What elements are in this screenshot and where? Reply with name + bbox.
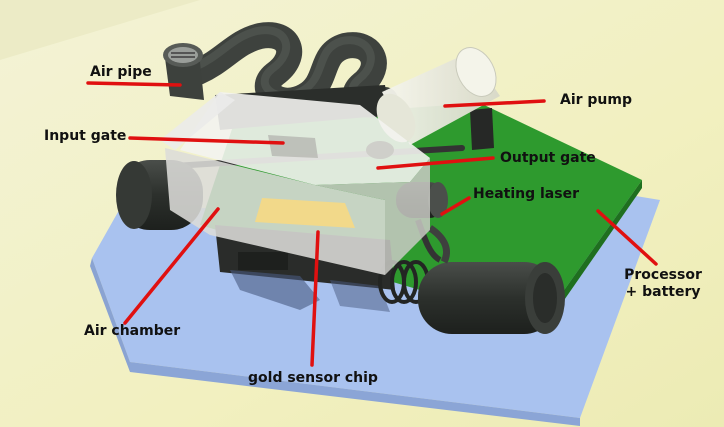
label-gold-sensor-chip: gold sensor chip xyxy=(248,370,378,386)
leader-air-pipe xyxy=(86,81,182,87)
leader-air-pump xyxy=(443,99,546,108)
leader-gold-sensor-chip xyxy=(310,230,320,367)
leader-heating-laser xyxy=(440,196,471,216)
air-pipe-end xyxy=(163,43,204,100)
gold-sensor-chip xyxy=(255,198,355,228)
label-processor-battery: Processor + battery xyxy=(618,267,708,301)
label-output-gate: Output gate xyxy=(500,150,596,166)
pump-support xyxy=(470,108,494,150)
label-air-pipe: Air pipe xyxy=(90,64,152,80)
label-air-chamber: Air chamber xyxy=(84,323,181,339)
leader-processor xyxy=(596,209,658,266)
label-heating-laser: Heating laser xyxy=(473,186,579,202)
leader-lines xyxy=(86,81,658,367)
label-processor-line2: + battery xyxy=(625,284,701,300)
background-shadow xyxy=(0,0,200,60)
label-air-pump: Air pump xyxy=(560,92,633,108)
label-input-gate: Input gate xyxy=(44,128,127,144)
leader-output-gate xyxy=(376,156,495,170)
input-gate-opening xyxy=(268,135,318,158)
output-gate-opening xyxy=(366,141,394,159)
label-processor-line1: Processor xyxy=(624,267,702,283)
front-right-cylinder xyxy=(418,262,565,334)
leader-air-chamber xyxy=(123,207,220,325)
leader-input-gate xyxy=(128,136,285,145)
